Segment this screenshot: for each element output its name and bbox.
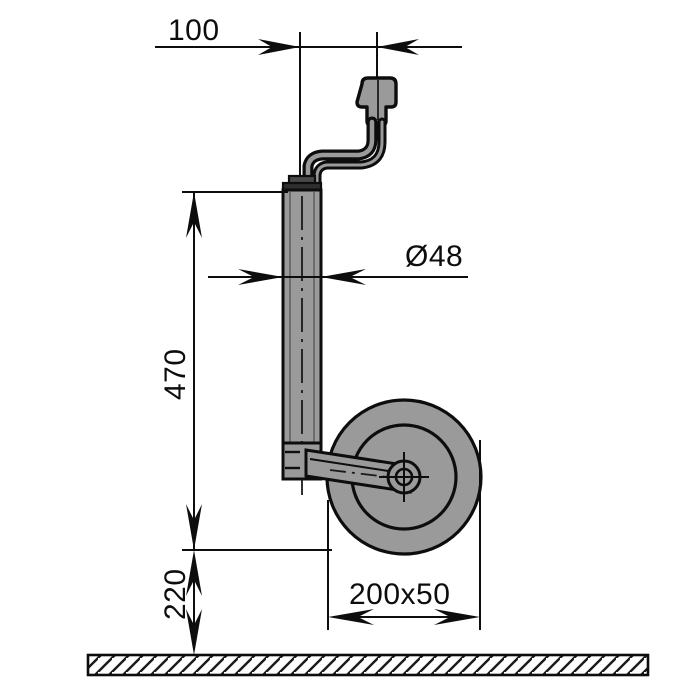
handle-grip	[355, 76, 398, 127]
dimension-tube-diameter: Ø48	[208, 240, 468, 285]
dimension-ground-clearance: 220	[159, 550, 202, 655]
dimension-label-ground-clearance: 220	[159, 568, 192, 620]
dimension-wheel-size: 200x50	[327, 440, 481, 630]
dimension-label-wheel-size: 200x50	[349, 578, 450, 611]
tube-cap	[281, 174, 323, 194]
crank-rod	[302, 116, 387, 189]
dimension-label-offset-top: 100	[168, 14, 220, 47]
dimension-tube-length: 470	[159, 191, 332, 551]
dimension-label-tube-length: 470	[159, 348, 192, 400]
dimension-label-tube-diameter: Ø48	[405, 240, 463, 273]
main-tube	[281, 188, 323, 454]
ground-line	[86, 653, 650, 677]
hub	[379, 452, 429, 502]
dimension-offset-top: 100	[155, 14, 462, 185]
